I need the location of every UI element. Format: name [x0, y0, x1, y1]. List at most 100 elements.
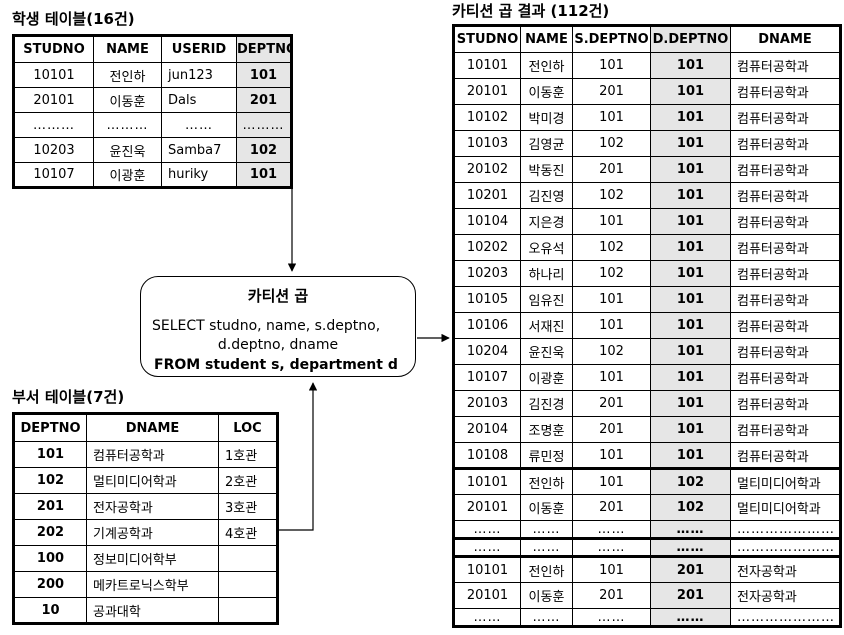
- column-header: LOC: [218, 413, 278, 442]
- cell-dname: 전자공학과: [86, 493, 219, 520]
- cell-name: 이동훈: [520, 494, 573, 521]
- arrow-department-to-query: [276, 382, 318, 531]
- column-header: NAME: [520, 25, 573, 53]
- cell-dname: 컴퓨터공학과: [730, 390, 841, 417]
- cell-studno: 10103: [453, 130, 521, 157]
- table-row: ……… ……… …… ………: [13, 112, 292, 138]
- cell-name: 임유진: [520, 286, 573, 313]
- student-header-row: STUDNO NAME USERID DEPTNO: [13, 35, 292, 63]
- cell-loc: 2호관: [218, 467, 278, 494]
- cell-name: 김진경: [520, 390, 573, 417]
- cell-dname: 컴퓨터공학과: [730, 312, 841, 339]
- cell-ellipsis: ……: [650, 537, 731, 557]
- cell-ellipsis: ……: [520, 537, 573, 557]
- cell-name: 전인하: [520, 52, 573, 79]
- cell-ellipsis: ……: [572, 520, 651, 539]
- cell-d-deptno: 101: [650, 234, 731, 261]
- cell-dname: 컴퓨터공학과: [730, 364, 841, 391]
- cell-d-deptno: 201: [650, 555, 731, 583]
- cell-s-deptno: 101: [572, 312, 651, 339]
- cell-studno: 10104: [453, 208, 521, 235]
- result-table-title: 카티션 곱 결과 (112건): [452, 2, 610, 20]
- table-row: 10107 이광훈 huriky 101: [13, 162, 292, 188]
- query-line-3: FROM student s, department d: [154, 357, 398, 373]
- cell-d-deptno: 101: [650, 156, 731, 183]
- cell-dname: 컴퓨터공학과: [730, 78, 841, 105]
- cell-userid: Dals: [161, 87, 237, 113]
- cell-studno: 10101: [453, 555, 521, 583]
- cell-name: 이동훈: [93, 87, 162, 113]
- cell-s-deptno: 101: [572, 467, 651, 495]
- cell-name: 류민정: [520, 442, 573, 469]
- cell-studno: 10204: [453, 338, 521, 365]
- table-row: 10 공과대학: [13, 597, 278, 624]
- table-row: 102 멀티미디어학과 2호관: [13, 467, 278, 494]
- table-row: ………………………………………: [453, 537, 841, 557]
- table-row: 20101 이동훈 Dals 201: [13, 87, 292, 113]
- department-table: DEPTNO DNAME LOC 101 컴퓨터공학과 1호관 102 멀티미디…: [12, 412, 279, 625]
- cell-name: 이광훈: [520, 364, 573, 391]
- cell-ellipsis: ………: [93, 112, 162, 138]
- cell-studno: 10203: [453, 260, 521, 287]
- cell-dname: 컴퓨터공학과: [730, 208, 841, 235]
- cell-s-deptno: 201: [572, 78, 651, 105]
- cell-name: 하나리: [520, 260, 573, 287]
- cell-name: 이동훈: [520, 582, 573, 609]
- query-box: 카티션 곱 SELECT studno, name, s.deptno, d.d…: [140, 276, 416, 377]
- column-header: DNAME: [730, 25, 841, 53]
- cell-d-deptno: 101: [650, 390, 731, 417]
- cell-dname: 멀티미디어학과: [730, 467, 841, 495]
- result-table: STUDNO NAME S.DEPTNO D.DEPTNO DNAME 1010…: [452, 24, 842, 628]
- cell-userid: jun123: [161, 62, 237, 88]
- cell-name: 윤진욱: [93, 137, 162, 163]
- cell-ellipsis: ……: [453, 537, 521, 557]
- cell-studno: 10202: [453, 234, 521, 261]
- cell-s-deptno: 101: [572, 364, 651, 391]
- cell-name: 이광훈: [93, 162, 162, 188]
- cell-deptno: 201: [13, 493, 87, 520]
- cell-d-deptno: 101: [650, 312, 731, 339]
- cell-d-deptno: 101: [650, 130, 731, 157]
- cell-name: 박미경: [520, 104, 573, 131]
- table-row: 101 컴퓨터공학과 1호관: [13, 441, 278, 468]
- cell-d-deptno: 101: [650, 364, 731, 391]
- column-header: S.DEPTNO: [572, 25, 651, 53]
- cell-studno: 10102: [453, 104, 521, 131]
- column-header: STUDNO: [13, 35, 94, 63]
- cell-d-deptno: 101: [650, 104, 731, 131]
- cell-studno: 20101: [453, 494, 521, 521]
- cell-ellipsis: ………: [236, 112, 292, 138]
- cell-studno: 10201: [453, 182, 521, 209]
- cell-dname: 컴퓨터공학과: [730, 260, 841, 287]
- cell-name: 전인하: [520, 467, 573, 495]
- query-line-2: d.deptno, dname: [217, 337, 339, 353]
- cell-ellipsis: ……: [650, 608, 731, 627]
- column-header: DEPTNO: [236, 35, 292, 63]
- cell-deptno: 200: [13, 571, 87, 598]
- cell-d-deptno: 101: [650, 260, 731, 287]
- cell-deptno: 101: [236, 62, 292, 88]
- cell-s-deptno: 201: [572, 416, 651, 443]
- cell-dname: 기계공학과: [86, 519, 219, 546]
- cell-d-deptno: 101: [650, 338, 731, 365]
- cell-userid: huriky: [161, 162, 237, 188]
- cell-s-deptno: 101: [572, 208, 651, 235]
- result-header-row: STUDNO NAME S.DEPTNO D.DEPTNO DNAME: [453, 25, 841, 53]
- cell-ellipsis: ……: [520, 520, 573, 539]
- table-row: ………………………………………: [453, 608, 841, 627]
- column-header: DEPTNO: [13, 413, 87, 442]
- cell-studno: 20103: [453, 390, 521, 417]
- cell-studno: 20101: [13, 87, 94, 113]
- cell-ellipsis: …………………: [730, 537, 841, 557]
- cell-ellipsis: …………………: [730, 520, 841, 539]
